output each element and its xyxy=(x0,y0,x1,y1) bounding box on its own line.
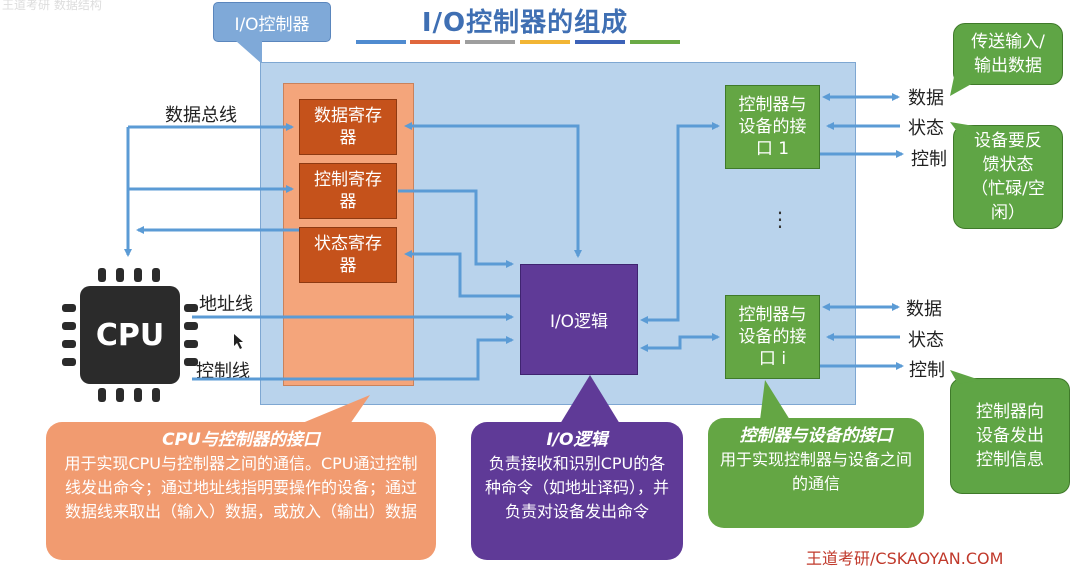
cpu-pin xyxy=(116,388,124,402)
control-bus-label: 控制线 xyxy=(196,361,250,382)
data-register-logic-link xyxy=(404,122,582,258)
data-register-label: 数据寄存器 xyxy=(314,106,382,148)
control-bus-wire xyxy=(192,336,514,381)
note-feedback-status-text: 设备要反馈状态（忙碌/空闲） xyxy=(971,131,1045,223)
cpu-pin xyxy=(184,340,198,348)
cpu-pin xyxy=(98,388,106,402)
cpu-chip: CPU xyxy=(80,286,180,384)
device1-control-label: 控制 xyxy=(911,149,947,170)
address-bus-label: 地址线 xyxy=(199,294,253,315)
title-stripe-3 xyxy=(465,40,515,44)
io-logic-callout-body: 负责接收和识别CPU的各种命令（如地址译码），并负责对设备发出命令 xyxy=(484,454,669,521)
footer-brand: 王道考研/CSKAOYAN.COM xyxy=(806,549,1004,568)
cpu-pin xyxy=(134,388,142,402)
cpu-pin xyxy=(62,304,76,312)
cpu-interface-callout-title: CPU与控制器的接口 xyxy=(162,430,320,450)
title-stripe-2 xyxy=(410,40,460,44)
title-stripe-1 xyxy=(356,40,406,44)
cpu-pin xyxy=(98,268,106,282)
cpu-pin xyxy=(184,322,198,330)
cpu-pin xyxy=(62,322,76,330)
cpu-pin xyxy=(62,358,76,366)
mouse-cursor-icon xyxy=(234,334,243,349)
note-transfer-io: 传送输入/输出数据 xyxy=(953,23,1063,85)
page-title: I/O控制器的组成 xyxy=(421,8,629,38)
status-register-logic-link xyxy=(404,250,520,298)
devicei-status-label: 状态 xyxy=(908,330,944,351)
status-register-label: 状态寄存器 xyxy=(314,234,382,276)
device-interface-i-label: 控制器与设备的接口 i xyxy=(738,305,807,369)
cpu-interface-callout-body: 用于实现CPU与控制器之间的通信。CPU通过控制线发出命令；通过地址线指明要操作… xyxy=(64,454,418,521)
status-register: 状态寄存器 xyxy=(299,227,397,283)
io-logic-callout-title: I/O逻辑 xyxy=(546,430,608,450)
device-interface-callout: 控制器与设备的接口 用于实现控制器与设备之间的通信 xyxy=(708,418,924,528)
io-logic-callout: I/O逻辑 负责接收和识别CPU的各种命令（如地址译码），并负责对设备发出命令 xyxy=(471,422,683,560)
control-register-to-logic xyxy=(398,189,514,268)
cpu-interface-callout: CPU与控制器的接口 用于实现CPU与控制器之间的通信。CPU通过控制线发出命令… xyxy=(46,422,436,560)
io-controller-tag: I/O控制器 xyxy=(213,2,331,42)
device-interface-callout-title: 控制器与设备的接口 xyxy=(739,426,893,446)
device-interface-1-label: 控制器与设备的接口 1 xyxy=(738,95,807,159)
control-register: 控制寄存器 xyxy=(299,163,397,219)
cpu-pin xyxy=(134,268,142,282)
cpu-label: CPU xyxy=(95,317,165,353)
devicei-control-label: 控制 xyxy=(909,360,945,381)
cpu-pin xyxy=(116,268,124,282)
note-feedback-status: 设备要反馈状态（忙碌/空闲） xyxy=(953,125,1063,229)
device1-status-label: 状态 xyxy=(908,118,944,139)
note-control-info-text: 控制器向设备发出控制信息 xyxy=(976,402,1044,470)
io-logic-label: I/O逻辑 xyxy=(549,312,609,332)
cpu-pin xyxy=(152,388,160,402)
note-transfer-io-text: 传送输入/输出数据 xyxy=(971,32,1045,76)
io-logic-block: I/O逻辑 xyxy=(520,264,638,375)
note-control-info: 控制器向设备发出控制信息 xyxy=(950,378,1070,494)
title-stripe-4 xyxy=(520,40,570,44)
device1-data-label: 数据 xyxy=(908,88,944,109)
devicei-data-label: 数据 xyxy=(906,299,942,320)
logic-interface-i-link xyxy=(640,333,720,352)
cpu-pin xyxy=(152,268,160,282)
cpu-pin xyxy=(184,358,198,366)
device-interface-callout-body: 用于实现控制器与设备之间的通信 xyxy=(719,450,912,493)
cpu-pin xyxy=(62,340,76,348)
data-bus-label: 数据总线 xyxy=(165,105,237,126)
device-interface-i: 控制器与设备的接口 i xyxy=(725,295,820,379)
cpu-pin xyxy=(184,304,198,312)
watermark-text: 王道考研 数据结构 xyxy=(2,0,102,12)
data-register: 数据寄存器 xyxy=(299,99,397,155)
logic-interface-1-link xyxy=(640,122,720,324)
title-stripe-6 xyxy=(630,40,680,44)
title-stripe-5 xyxy=(575,40,625,44)
device-interface-1: 控制器与设备的接口 1 xyxy=(725,85,820,169)
control-register-label: 控制寄存器 xyxy=(314,170,382,212)
